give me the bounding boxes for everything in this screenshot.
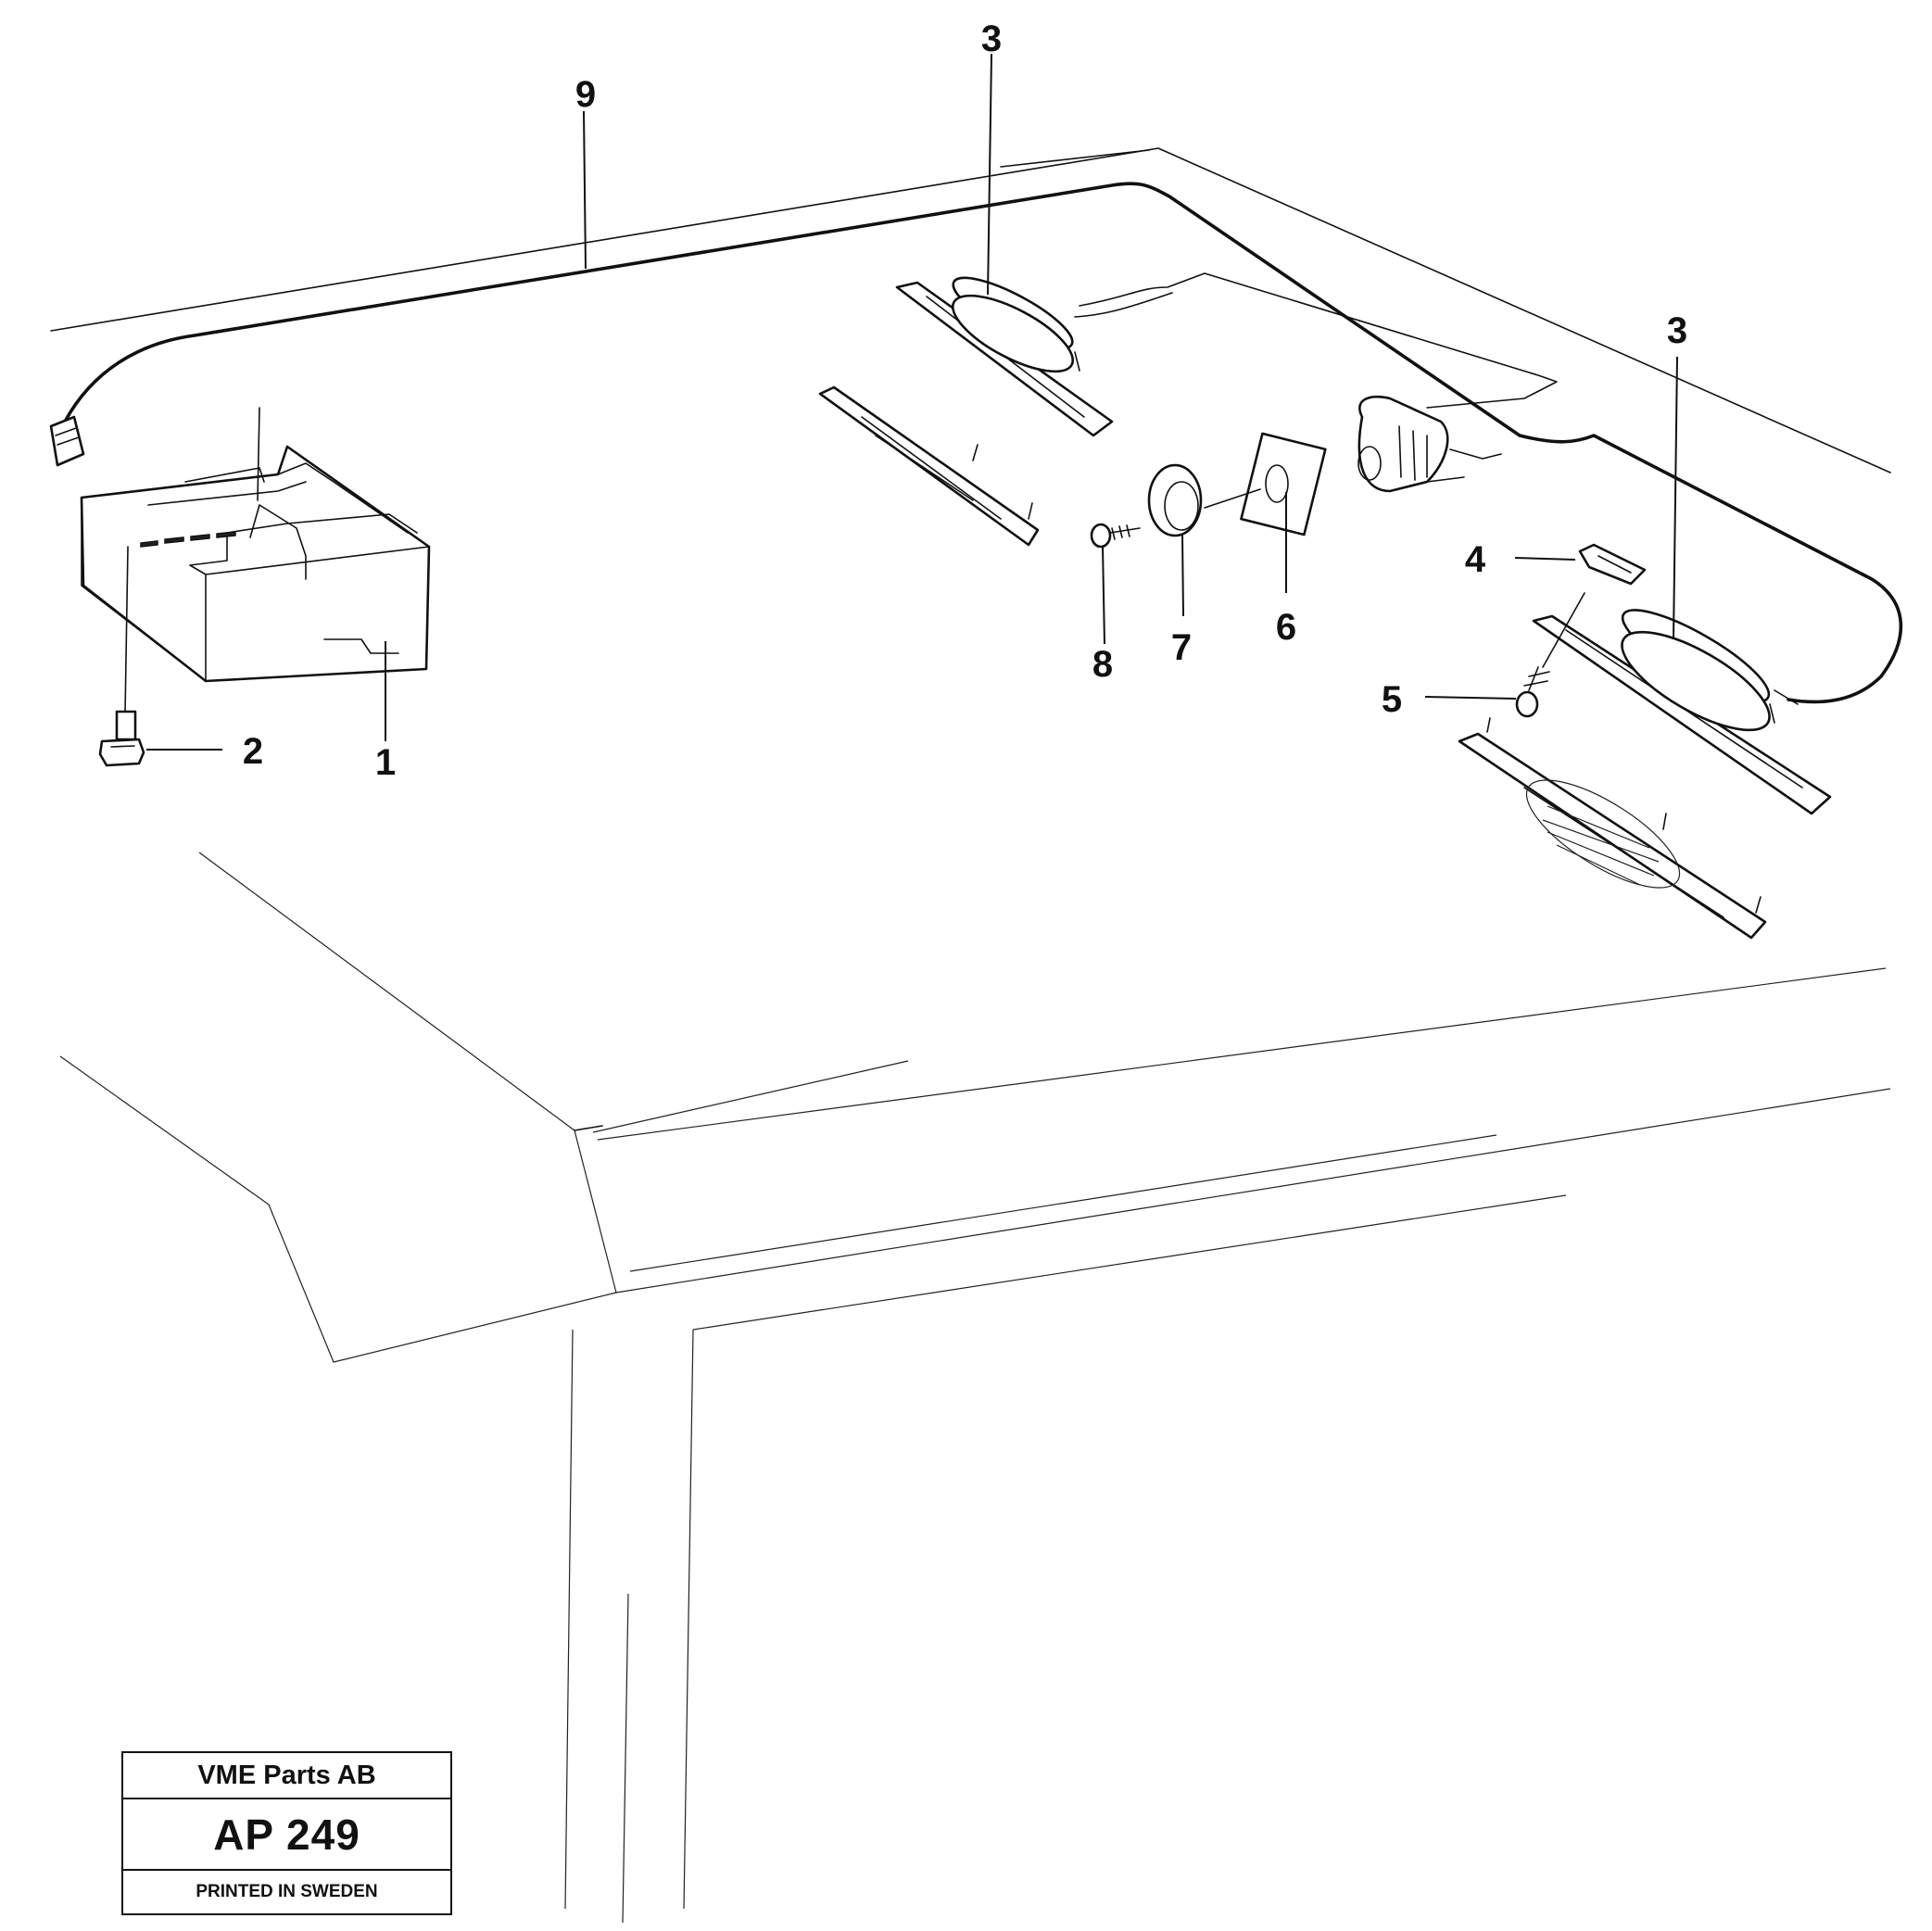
- callout-3-lower: 3: [1667, 310, 1687, 351]
- stamp-code: AP 249: [123, 1799, 450, 1871]
- harness-switch: [1357, 395, 1465, 493]
- stamp-footer: PRINTED IN SWEDEN: [196, 1882, 378, 1901]
- speaker-upper: [895, 276, 1114, 437]
- harness-connector: [49, 415, 85, 467]
- cab-roof-outline: [50, 147, 1891, 1924]
- callout-9: 9: [575, 74, 596, 115]
- callout-leaders: [146, 53, 1678, 751]
- wiring-harness: [63, 182, 1903, 705]
- callout-3-upper: 3: [981, 19, 1002, 59]
- callout-7: 7: [1171, 627, 1192, 668]
- radio-bracket: [80, 407, 431, 683]
- bolt: [98, 546, 145, 767]
- callout-5: 5: [1382, 679, 1402, 720]
- speaker-lower: [1532, 609, 1832, 815]
- callout-6: 6: [1276, 607, 1296, 648]
- callout-2: 2: [243, 731, 263, 772]
- control-knob-parts: [1090, 432, 1327, 549]
- callout-4: 4: [1465, 539, 1486, 580]
- callout-1: 1: [375, 742, 396, 783]
- title-stamp: VME Parts AB AP 249 PRINTED IN SWEDEN: [121, 1751, 452, 1915]
- clip-and-screw: [1515, 543, 1647, 718]
- speaker-cover-upper: [818, 385, 1040, 547]
- callout-8: 8: [1092, 644, 1113, 685]
- speaker-cover-lower: [1458, 717, 1767, 940]
- stamp-company: VME Parts AB: [123, 1753, 450, 1799]
